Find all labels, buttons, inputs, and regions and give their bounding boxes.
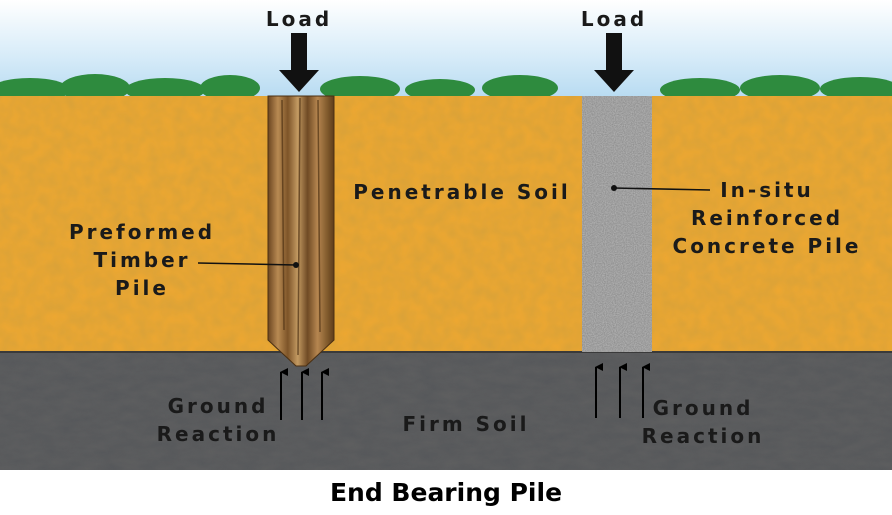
penetrable-soil-label: Penetrable Soil [353,180,571,204]
ground-reaction-left-line-2: Reaction [157,422,280,446]
load-label-right: Load [581,7,647,31]
load-arrow-left [279,33,319,92]
load-label-left: Load [266,7,332,31]
timber-pointer-line [197,262,297,266]
timber-pile-label-line-2: Timber [93,248,190,272]
tree-line [0,74,892,102]
timber-pile [267,95,335,367]
concrete-pile-label-line-3: Concrete Pile [673,234,862,258]
penetrable-soil-layer [0,96,892,352]
ground-reaction-arrows-right [595,363,650,418]
load-arrow-right [594,33,634,92]
timber-pointer-dot [293,262,299,268]
timber-pile-label-line-3: Pile [115,276,169,300]
ground-reaction-left-line-1: Ground [168,394,269,418]
diagram-caption: End Bearing Pile [329,478,563,507]
concrete-pile [582,96,652,352]
concrete-pointer-dot [611,185,617,191]
ground-reaction-right-line-1: Ground [653,396,754,420]
concrete-pile-label-line-1: In-situ [720,178,814,202]
firm-soil-label: Firm Soil [402,412,529,436]
firm-soil-layer [0,351,892,470]
concrete-pointer-line [613,187,711,191]
ground-reaction-arrows-left [280,368,329,420]
timber-pile-label-line-1: Preformed [69,220,215,244]
ground-reaction-right-line-2: Reaction [642,424,765,448]
concrete-pile-label-line-2: Reinforced [691,206,843,230]
end-bearing-pile-diagram: Load Load Penetrable Soil Preformed Timb… [0,0,892,470]
